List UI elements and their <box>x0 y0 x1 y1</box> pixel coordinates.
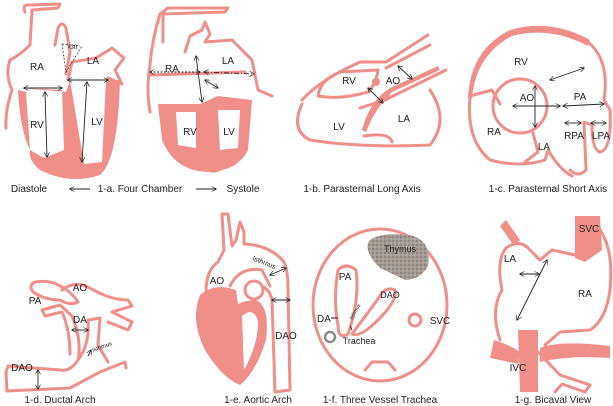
label-dao: DAO <box>11 363 33 374</box>
label-da: DA <box>73 315 87 326</box>
caption-three-vessel-trachea: 1-f. Three Vessel Trachea <box>323 395 438 406</box>
label-ao: AO <box>210 276 225 287</box>
label-ra: RA <box>487 127 501 138</box>
caption-systole: Systole <box>227 184 260 195</box>
ductal-arch: isthmus PA AO DA DAO <box>4 279 134 393</box>
four-chamber-diastole: >30 RA LA RV LV <box>4 2 126 179</box>
label-la: LA <box>222 56 235 67</box>
four-chamber-systole: RA LA RV LV <box>146 6 274 173</box>
caption-four-chamber: 1-a. Four Chamber <box>98 184 183 195</box>
label-thymus: Thymus <box>384 244 417 254</box>
caption-diastole: Diastole <box>11 184 48 195</box>
angle-label: >30 <box>67 45 78 51</box>
aortic-arch: AO Isthmus DAO <box>196 212 297 394</box>
label-ao: AO <box>73 283 88 294</box>
label-isthmus: isthmus <box>349 303 363 321</box>
bicaval-view: SVC LA RA IVC <box>490 216 613 394</box>
label-rv: RV <box>30 120 44 131</box>
caption-parasternal-short-axis: 1-c. Parasternal Short Axis <box>489 184 607 195</box>
label-pa: PA <box>574 92 587 103</box>
parasternal-short-axis: RV AO PA RA LA RPA LPA <box>467 25 612 178</box>
label-lv: LV <box>333 122 345 133</box>
label-trachea: Trachea <box>343 336 376 346</box>
label-lpa: LPA <box>592 131 610 142</box>
label-svc: SVC <box>579 224 600 235</box>
label-lv: LV <box>91 117 103 128</box>
label-la: LA <box>87 56 100 67</box>
label-ivc: IVC <box>510 363 527 374</box>
label-pa: PA <box>29 296 42 307</box>
label-la: LA <box>504 254 517 265</box>
label-rv: RV <box>342 76 356 87</box>
label-ao: AO <box>386 76 401 87</box>
thymus-shape <box>367 234 429 280</box>
label-la: LA <box>538 142 551 153</box>
three-vessel-trachea: Thymus PA DAO DA isthmus SVC Trachea <box>311 227 451 383</box>
label-rv: RV <box>183 127 197 138</box>
label-pa: PA <box>339 272 352 283</box>
label-rv: RV <box>514 57 528 68</box>
label-ao: AO <box>520 93 535 104</box>
caption-aortic-arch: 1-e. Aortic Arch <box>224 395 292 406</box>
caption-parasternal-long-axis: 1-b. Parasternal Long Axis <box>303 184 420 195</box>
label-la: LA <box>398 114 411 125</box>
trachea-ring <box>323 330 337 344</box>
label-ra: RA <box>165 64 179 75</box>
label-ra: RA <box>578 289 592 300</box>
label-ra: RA <box>30 62 44 73</box>
caption-bicaval-view: 1-g. Bicaval View <box>515 395 592 406</box>
label-svc: SVC <box>430 316 451 327</box>
label-dao: DAO <box>380 290 400 300</box>
label-da: DA <box>317 314 331 325</box>
label-rpa: RPA <box>564 131 584 142</box>
label-lv: LV <box>223 127 235 138</box>
parasternal-long-axis: RV AO LV LA <box>296 33 448 148</box>
caption-ductal-arch: 1-d. Ductal Arch <box>24 395 95 406</box>
label-dao: DAO <box>275 331 297 342</box>
